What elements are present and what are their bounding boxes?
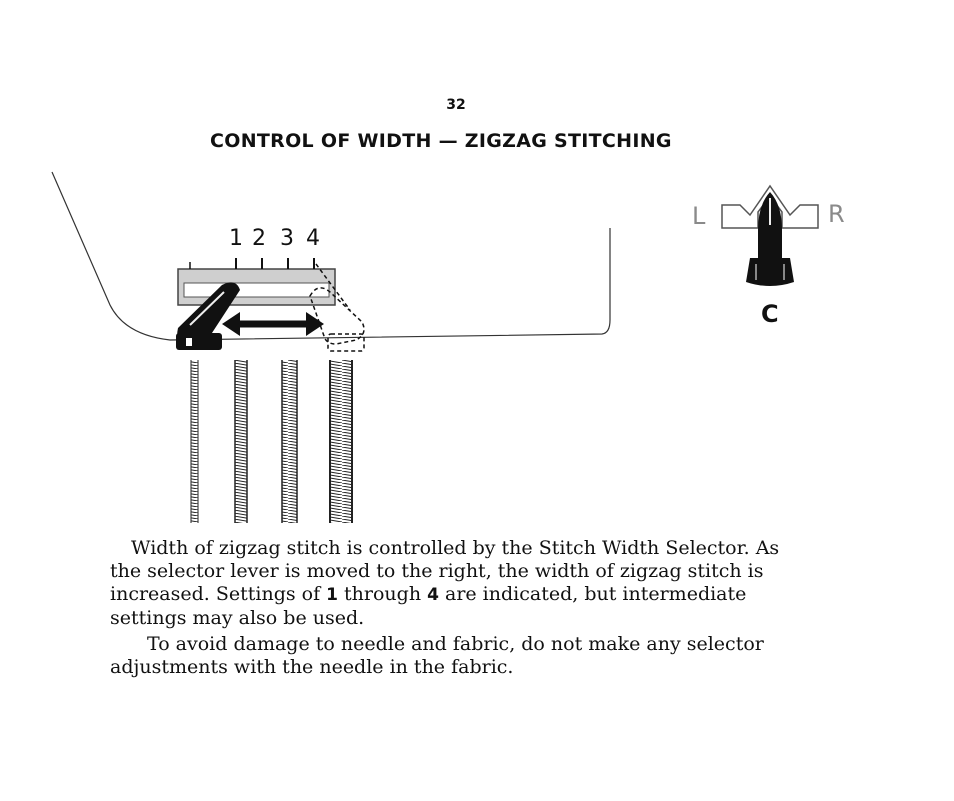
- setting-label-2: 2: [252, 226, 266, 251]
- stitch-sample-3: [281, 360, 298, 523]
- selector-lever: [176, 282, 240, 350]
- setting-high-value: 4: [427, 585, 439, 605]
- stitch-sample-4: [329, 360, 353, 523]
- page-title: CONTROL OF WIDTH — ZIGZAG STITCHING: [210, 130, 672, 152]
- setting-label-1: 1: [229, 226, 243, 251]
- machine-bed-outline: [51, 171, 611, 341]
- setting-label-4: 4: [306, 226, 320, 251]
- knob-c-label: C: [761, 300, 779, 328]
- selector-scale-plate: [177, 258, 336, 306]
- paragraph-1-part-3: are indicated, but intermediate settings…: [110, 583, 747, 629]
- selector-lever-dashed: [309, 263, 365, 352]
- paragraph-1-part-2: through: [338, 583, 428, 605]
- stitch-sample-2: [234, 360, 248, 523]
- page-number: 32: [446, 97, 466, 113]
- paragraph-1-part-1: Width of zigzag stitch is controlled by …: [110, 537, 780, 605]
- double-arrow-icon: [222, 312, 324, 336]
- setting-low-value: 1: [326, 585, 338, 605]
- paragraph-1: Width of zigzag stitch is controlled by …: [110, 537, 810, 630]
- knob-right-label: R: [828, 200, 845, 228]
- knob-left-label: L: [692, 202, 706, 230]
- paragraph-2: To avoid damage to needle and fabric, do…: [110, 633, 764, 678]
- stitch-sample-1: [190, 360, 199, 523]
- setting-label-3: 3: [280, 226, 294, 251]
- needle-position-knob: [721, 184, 819, 286]
